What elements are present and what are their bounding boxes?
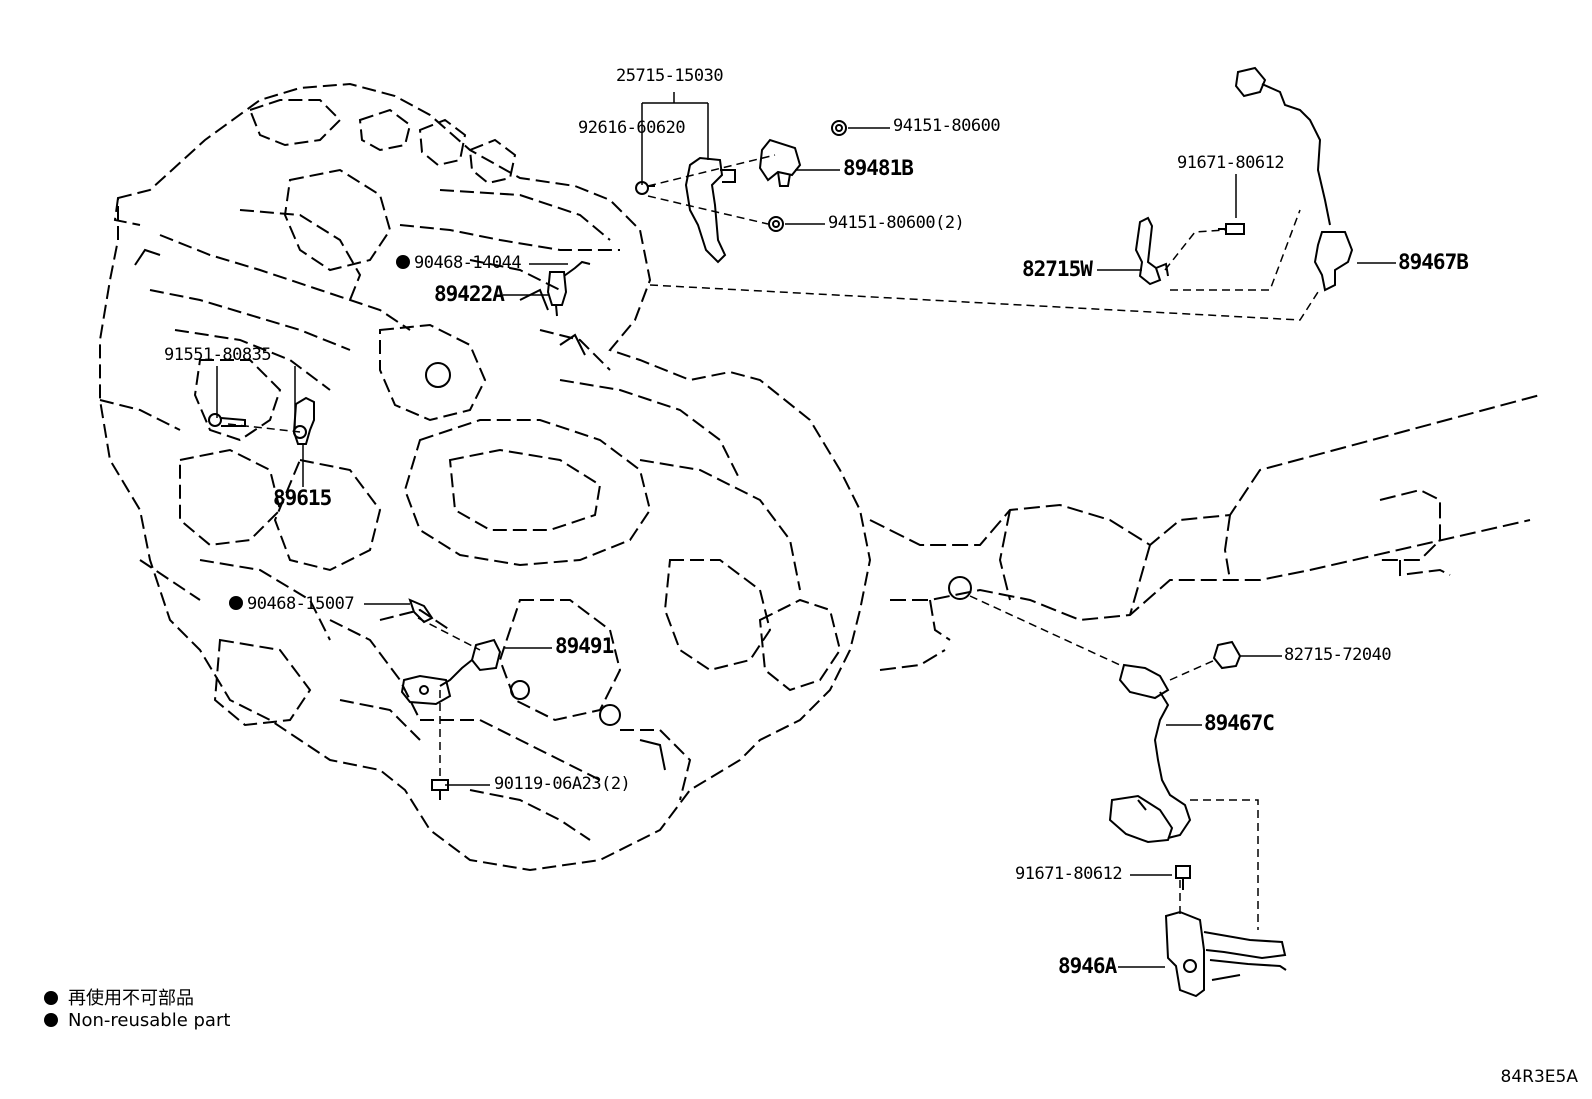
part-label-90468-14044: 90468-14044 xyxy=(396,253,522,273)
sensor-89481B xyxy=(758,138,802,187)
bolt-91551 xyxy=(208,413,246,427)
part-label-91671-80612-top: 91671-80612 xyxy=(1177,153,1285,173)
part-label-89467C: 89467C xyxy=(1204,711,1275,735)
clamp-82715W xyxy=(1134,216,1169,286)
bolt-90119 xyxy=(431,779,449,800)
sensor-89491 xyxy=(400,638,502,706)
part-label-89491: 89491 xyxy=(555,634,614,658)
part-label-89615: 89615 xyxy=(273,486,332,510)
bolt-91671-bottom xyxy=(1175,865,1191,890)
legend-non-reusable-jp: 再使用不可部品 xyxy=(44,984,194,1010)
exhaust-system xyxy=(869,394,1541,671)
legend-dot xyxy=(44,991,58,1005)
sensor-89615 xyxy=(292,396,315,445)
part-label-94151-80600-2: 94151-80600(2) xyxy=(828,213,965,233)
legend-dot xyxy=(44,1013,58,1027)
assembly-lines xyxy=(227,154,1319,930)
legend-non-reusable-en: Non-reusable part xyxy=(44,1010,230,1031)
engine-outline xyxy=(99,82,872,872)
part-label-82715-72040: 82715-72040 xyxy=(1284,645,1392,665)
part-label-8946A: 8946A xyxy=(1058,954,1117,978)
legend-text-jp: 再使用不可部品 xyxy=(68,988,194,1009)
part-label-91551-80835: 91551-80835 xyxy=(164,345,272,365)
nut-94151 xyxy=(768,120,847,232)
sensor-port xyxy=(948,576,972,600)
bracket-8946A xyxy=(1164,910,1287,998)
part-label-89481B: 89481B xyxy=(843,156,914,180)
part-label-91671-80612-bottom: 91671-80612 xyxy=(1015,864,1123,884)
sensor-89467C xyxy=(1108,663,1192,844)
bracket-25715 xyxy=(635,156,736,264)
diagram-code: 84R3E5A xyxy=(1500,1067,1578,1087)
engine-details xyxy=(134,248,666,771)
clamp-82715-72040 xyxy=(1212,640,1242,670)
part-label-89467B: 89467B xyxy=(1398,250,1469,274)
part-label-82715W: 82715W xyxy=(1022,257,1093,281)
part-label-90468-15007: 90468-15007 xyxy=(229,594,355,614)
part-label-92616-60620: 92616-60620 xyxy=(578,118,686,138)
sensor-89422A xyxy=(546,260,591,317)
non-reusable-marker xyxy=(396,255,410,269)
part-label-94151-80600: 94151-80600 xyxy=(893,116,1001,136)
clip-90468-15007 xyxy=(408,598,434,624)
part-number-text: 90468-14044 xyxy=(414,253,522,273)
part-label-25715-15030: 25715-15030 xyxy=(616,66,724,86)
part-label-90119-06A23-2: 90119-06A23(2) xyxy=(494,774,631,794)
legend-text-en: Non-reusable part xyxy=(68,1010,231,1031)
bolt-91671-top xyxy=(1218,223,1245,235)
leader-lines xyxy=(216,92,1396,968)
part-number-text: 90468-15007 xyxy=(247,594,355,614)
non-reusable-marker xyxy=(229,596,243,610)
part-label-89422A: 89422A xyxy=(434,282,505,306)
sensor-89467B xyxy=(1234,66,1354,292)
